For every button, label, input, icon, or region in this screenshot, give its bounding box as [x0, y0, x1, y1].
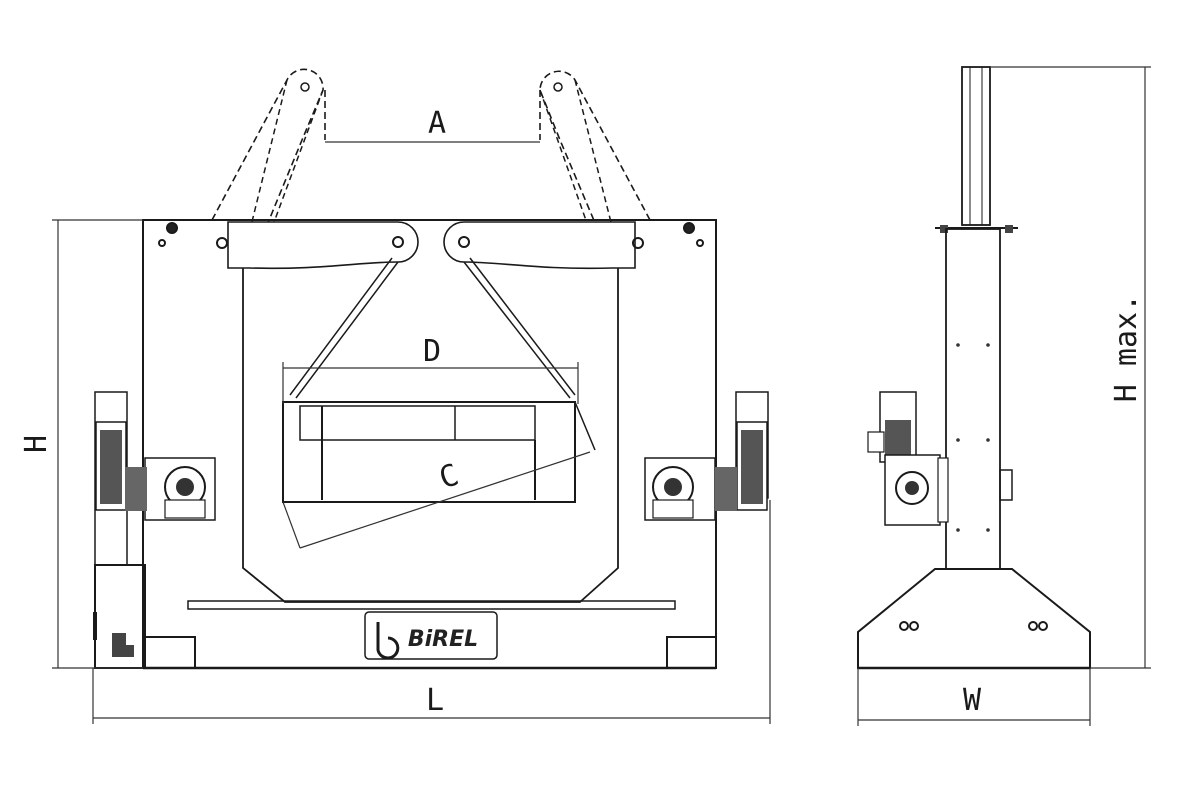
right-top-pivot	[553, 82, 563, 92]
dim-c-line	[299, 451, 591, 549]
side-gear-motor	[867, 391, 949, 526]
left-arm-dashed	[211, 68, 326, 231]
upper-mast	[961, 66, 991, 226]
base-plate	[187, 600, 676, 610]
inner-opening	[242, 225, 619, 603]
left-foot	[142, 636, 196, 669]
bolt	[683, 222, 695, 234]
lower-column	[945, 228, 1001, 570]
dim-c-tick	[282, 501, 301, 549]
bolt	[158, 239, 166, 247]
gear-motor-icon	[895, 471, 929, 505]
bolt	[166, 222, 178, 234]
right-gear-motor	[644, 421, 768, 521]
right-arm-end-hole	[458, 236, 470, 248]
front-view	[93, 68, 769, 670]
left-lower-arm	[227, 221, 419, 270]
bolt	[632, 237, 644, 249]
label-w: W	[963, 683, 982, 718]
front-dimensions	[52, 141, 771, 724]
drum-cradle	[282, 401, 576, 503]
right-hanger	[463, 257, 576, 399]
drum-core	[299, 405, 536, 441]
label-d: D	[423, 334, 441, 369]
right-foot	[666, 636, 717, 669]
side-dimensions	[857, 66, 1151, 726]
right-arm-dashed	[539, 70, 651, 231]
label-a: A	[428, 106, 446, 141]
side-view	[857, 66, 1091, 670]
left-gear-motor	[95, 421, 216, 521]
label-h: H	[19, 435, 54, 453]
side-base	[857, 568, 1091, 669]
bolt	[696, 239, 704, 247]
left-hanger	[289, 257, 399, 399]
label-l: L	[426, 683, 444, 718]
control-switch	[112, 633, 126, 657]
birel-logo	[364, 611, 498, 660]
label-h-max: H max.	[1109, 294, 1144, 402]
bolt	[216, 237, 228, 249]
left-arm-end-hole	[392, 236, 404, 248]
control-switch-detail	[126, 645, 134, 657]
left-top-pivot	[300, 82, 310, 92]
label-c: C	[435, 458, 463, 497]
right-lower-arm	[443, 221, 636, 270]
logo-text: BiREL	[408, 627, 478, 652]
drum-right-inner	[574, 401, 596, 451]
